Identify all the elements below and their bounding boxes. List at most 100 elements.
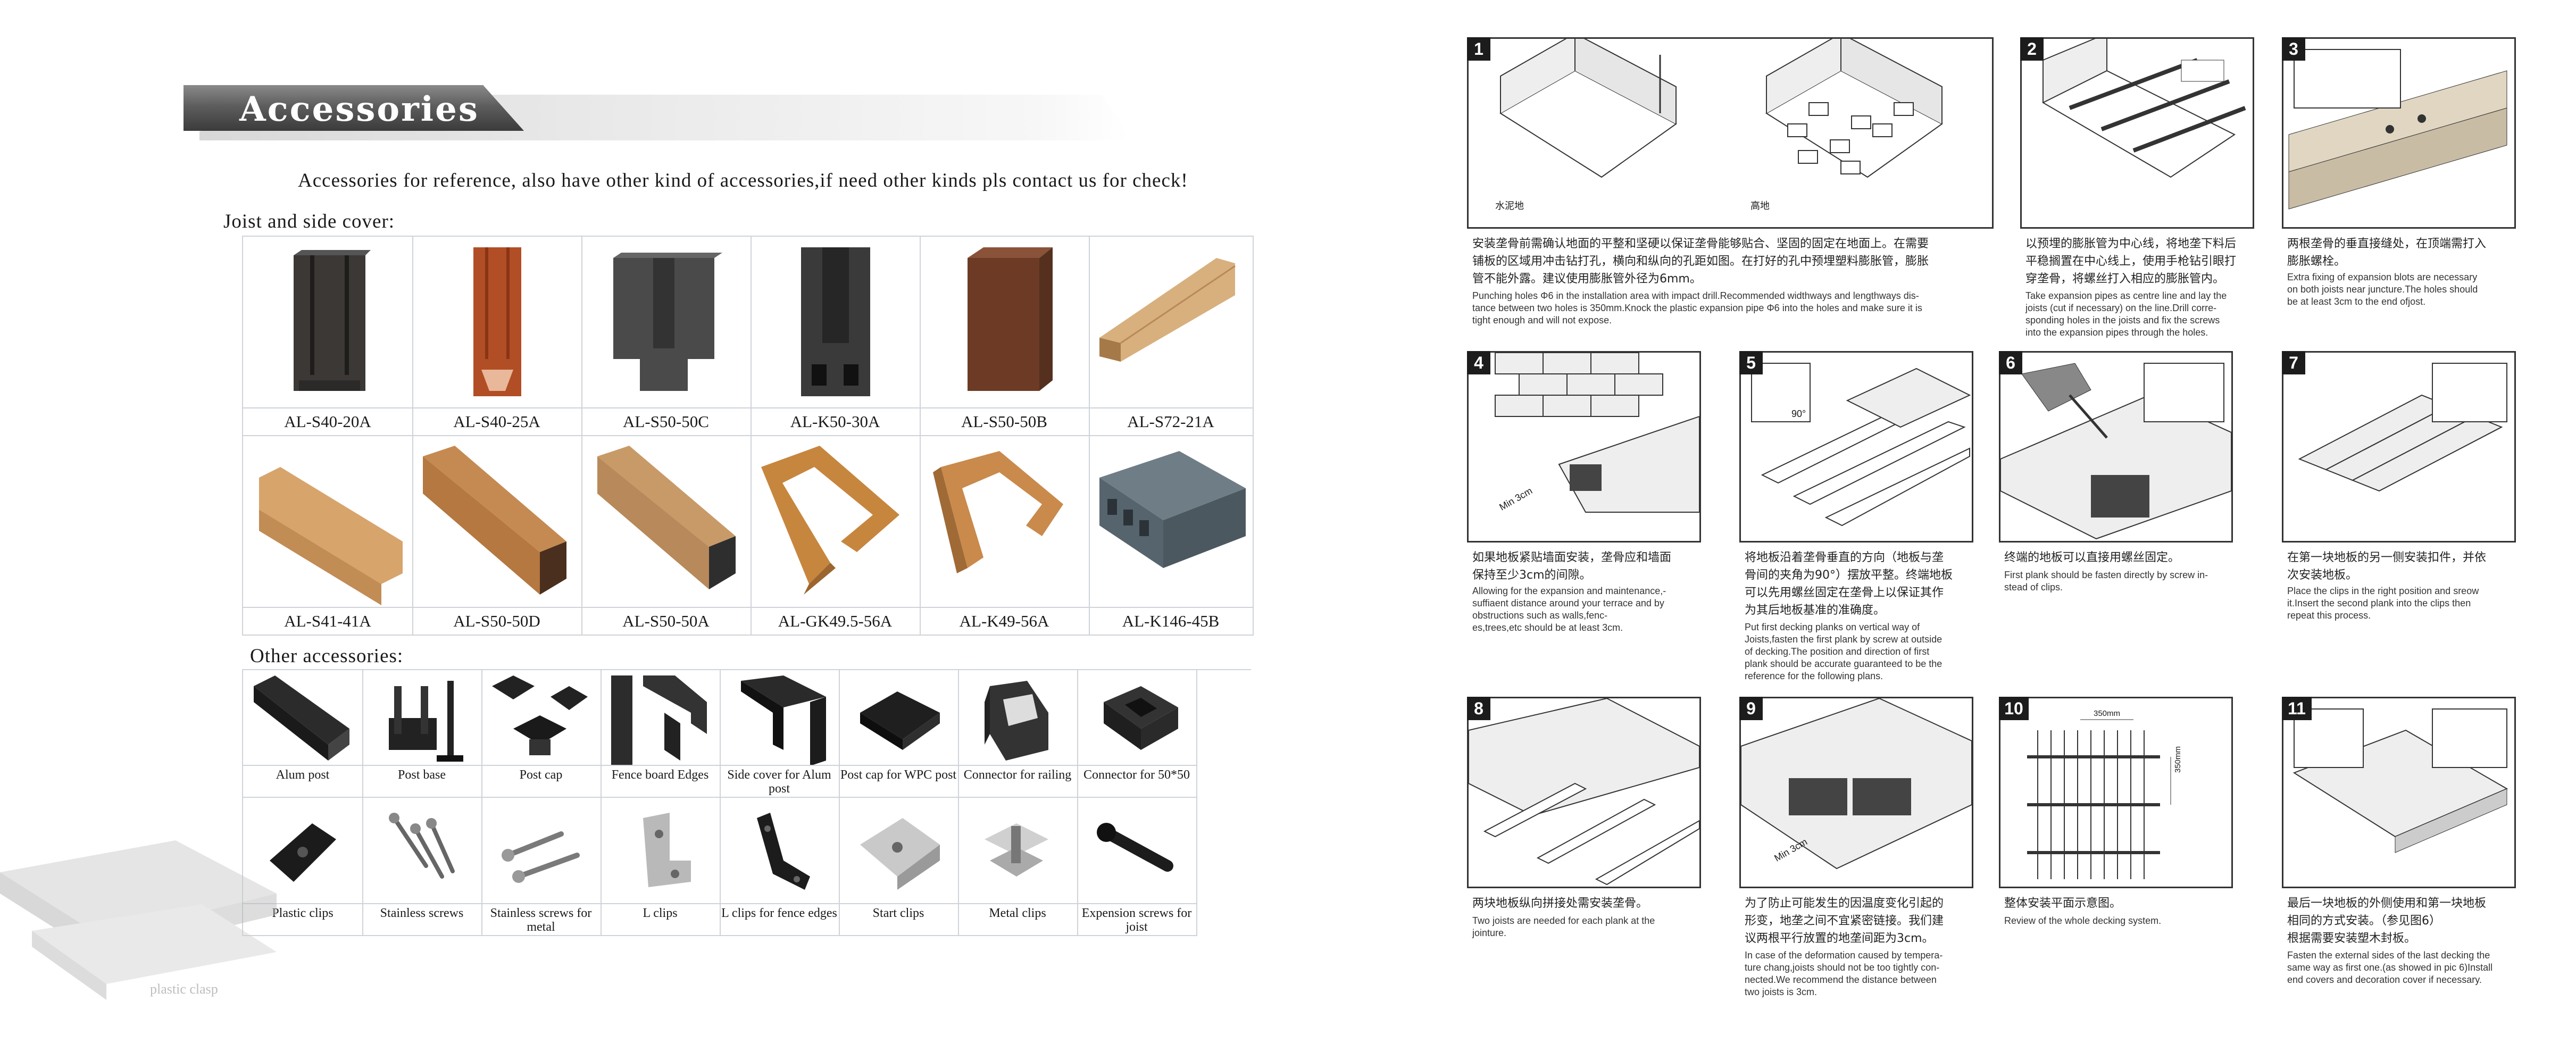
product-label: Metal clips	[958, 903, 1077, 935]
step-10-number: 10	[1999, 697, 2029, 720]
product-cell: Metal clips	[958, 797, 1078, 936]
intro-text: Accessories for reference, also have oth…	[298, 170, 1188, 191]
step-3-number: 3	[2282, 37, 2305, 61]
step-5-number: 5	[1739, 351, 1763, 374]
watermark-label: plastic clasp	[150, 981, 218, 997]
product-cell: Stainless screws	[362, 797, 482, 936]
product-cell: Post cap for WPC post	[839, 670, 959, 798]
product-label: AL-K146-45B	[1089, 607, 1253, 635]
step-8-number: 8	[1467, 697, 1490, 720]
product-label: Post base	[362, 765, 481, 797]
product-label: Plastic clips	[243, 903, 362, 935]
step-1-illustration	[1499, 39, 1943, 178]
step-4-en-text: Allowing for the expansion and maintenan…	[1472, 586, 1666, 633]
product-cell: Fence board Edges	[601, 670, 721, 798]
step-7-en-text: Place the clips in the right position an…	[2287, 586, 2479, 621]
product-label: AL-S50-50B	[920, 407, 1089, 435]
product-cell: AL-S40-25A	[412, 237, 582, 436]
product-label: Side cover for Alum post	[720, 765, 839, 797]
step-9-en-text: In case of the deformation caused by tem…	[1745, 950, 1943, 997]
product-label: AL-K49-56A	[920, 607, 1089, 635]
step-10-cn-text: 整体安装平面示意图。	[2004, 897, 2122, 910]
product-label: Connector for railing	[958, 765, 1077, 797]
product-cell: AL-S40-20A	[243, 237, 413, 436]
deck-watermark-image	[0, 840, 277, 1000]
product-label: AL-S40-25A	[412, 407, 581, 435]
product-label: Connector for 50*50	[1077, 765, 1196, 797]
step-3-en-text: Extra fixing of expansion blots are nece…	[2287, 272, 2478, 307]
product-cell: Alum post	[243, 670, 363, 798]
product-cell: Post base	[362, 670, 482, 798]
step-5-angle: 90°	[1791, 408, 1806, 419]
product-label: AL-S40-20A	[243, 407, 412, 435]
product-label: L clips	[601, 903, 720, 935]
step-2-number: 2	[2020, 37, 2044, 61]
product-cell: Connector for 50*50	[1077, 670, 1197, 798]
step-10-dim-h: 350mm	[2094, 709, 2121, 718]
step-7-number: 7	[2282, 351, 2305, 374]
product-label: Post cap for WPC post	[839, 765, 958, 797]
product-label: Post cap	[481, 765, 601, 797]
product-label: AL-S72-21A	[1089, 407, 1253, 435]
product-cell: AL-S50-50C	[581, 237, 752, 436]
step-4-cn-text: 如果地板紧贴墙面安装，垄骨应和墙面保持至少3cm的间隙。	[1472, 551, 1672, 582]
product-cell: L clips for fence edges	[720, 797, 840, 936]
product-cell: Plastic clips	[243, 797, 363, 936]
step-5-cn-text: 将地板沿着垄骨垂直的方向（地板与垄骨间的夹角为90°）摆放平整。终端地板可以先用…	[1745, 551, 1953, 617]
step-1-number: 1	[1467, 37, 1490, 61]
product-label: AL-S41-41A	[243, 607, 412, 635]
product-label: AL-S50-50A	[581, 607, 751, 635]
step-10-en-text: Review of the whole decking system.	[2004, 915, 2162, 926]
step-3-cn-text: 两根垄骨的垂直接缝处，在顶端需打入膨胀螺栓。	[2287, 237, 2487, 268]
step-6-number: 6	[1999, 351, 2022, 374]
joist-grid: AL-S40-20A AL-S40-25A AL-S50-50C AL-K50-…	[242, 236, 1254, 636]
product-cell: Connector for railing	[958, 670, 1078, 798]
step-2-cn-text: 以预埋的膨胀管为中心线，将地垄下料后平稳搁置在中心线上，使用手枪钻引眼打穿垄骨，…	[2025, 237, 2237, 286]
step-2-en-text: Take expansion pipes as centre line and …	[2025, 290, 2227, 338]
banner-tab	[184, 85, 524, 131]
product-label: AL-S50-50C	[581, 407, 751, 435]
other-grid: Alum post Post base Post cap Fence board…	[242, 669, 1251, 936]
product-label: AL-S50-50D	[412, 607, 581, 635]
product-cell: L clips	[601, 797, 721, 936]
product-label: Fence board Edges	[601, 765, 720, 797]
product-cell: AL-K146-45B	[1089, 435, 1254, 636]
step-8-figure	[1467, 697, 1701, 888]
step-9-number: 9	[1739, 697, 1763, 720]
other-section-title: Other accessories:	[250, 645, 404, 667]
step-11-number: 11	[2282, 697, 2312, 720]
product-label: AL-K50-30A	[751, 407, 920, 435]
step-8-cn-text: 两块地板纵向拼接处需安装垄骨。	[1472, 897, 1648, 910]
banner-title: Accessories	[239, 89, 479, 129]
product-label: Stainless screws for metal	[481, 903, 601, 935]
product-label: Start clips	[839, 903, 958, 935]
step-5-en-text: Put first decking planks on vertical way…	[1745, 622, 1943, 681]
step-11-figure	[2282, 697, 2516, 888]
step-4-number: 4	[1467, 351, 1490, 374]
product-cell: AL-S72-21A	[1089, 237, 1254, 436]
step-6-en-text: First plank should be fasten directly by…	[2004, 570, 2208, 593]
product-cell: AL-GK49.5-56A	[751, 435, 921, 636]
product-cell: AL-S50-50D	[412, 435, 582, 636]
product-cell: Expension screws for joist	[1077, 797, 1197, 936]
step-1-en-text: Punching holes Φ6 in the installation ar…	[1472, 290, 1922, 326]
step-5-figure: 90°	[1739, 351, 1973, 543]
step-7-figure	[2282, 351, 2516, 543]
product-cell: AL-K49-56A	[920, 435, 1090, 636]
product-label: Stainless screws	[362, 903, 481, 935]
step-1-cn-text: 安装垄骨前需确认地面的平整和坚硬以保证垄骨能够贴合、坚固的固定在地面上。在需要铺…	[1472, 237, 1929, 286]
product-label: Expension screws for joist	[1077, 903, 1196, 935]
step-8-en-text: Two joists are needed for each plank at …	[1472, 915, 1655, 938]
step-3-figure	[2282, 37, 2516, 229]
step-1-label-b: 高地	[1750, 201, 1770, 212]
step-2-figure	[2020, 37, 2254, 229]
product-cell: AL-K50-30A	[751, 237, 921, 436]
product-cell: Start clips	[839, 797, 959, 936]
step-9-figure: Min 3cm	[1739, 697, 1973, 888]
product-cell: AL-S41-41A	[243, 435, 413, 636]
step-4-figure: Min 3cm	[1467, 351, 1701, 543]
product-label: Alum post	[243, 765, 362, 797]
step-10-figure: 350mm 350mm	[1999, 697, 2233, 888]
step-11-cn-text: 最后一块地板的外侧使用和第一块地板相同的方式安装。（参见图6）根据需要安装塑木封…	[2287, 897, 2487, 945]
joist-section-title: Joist and side cover:	[223, 211, 395, 232]
